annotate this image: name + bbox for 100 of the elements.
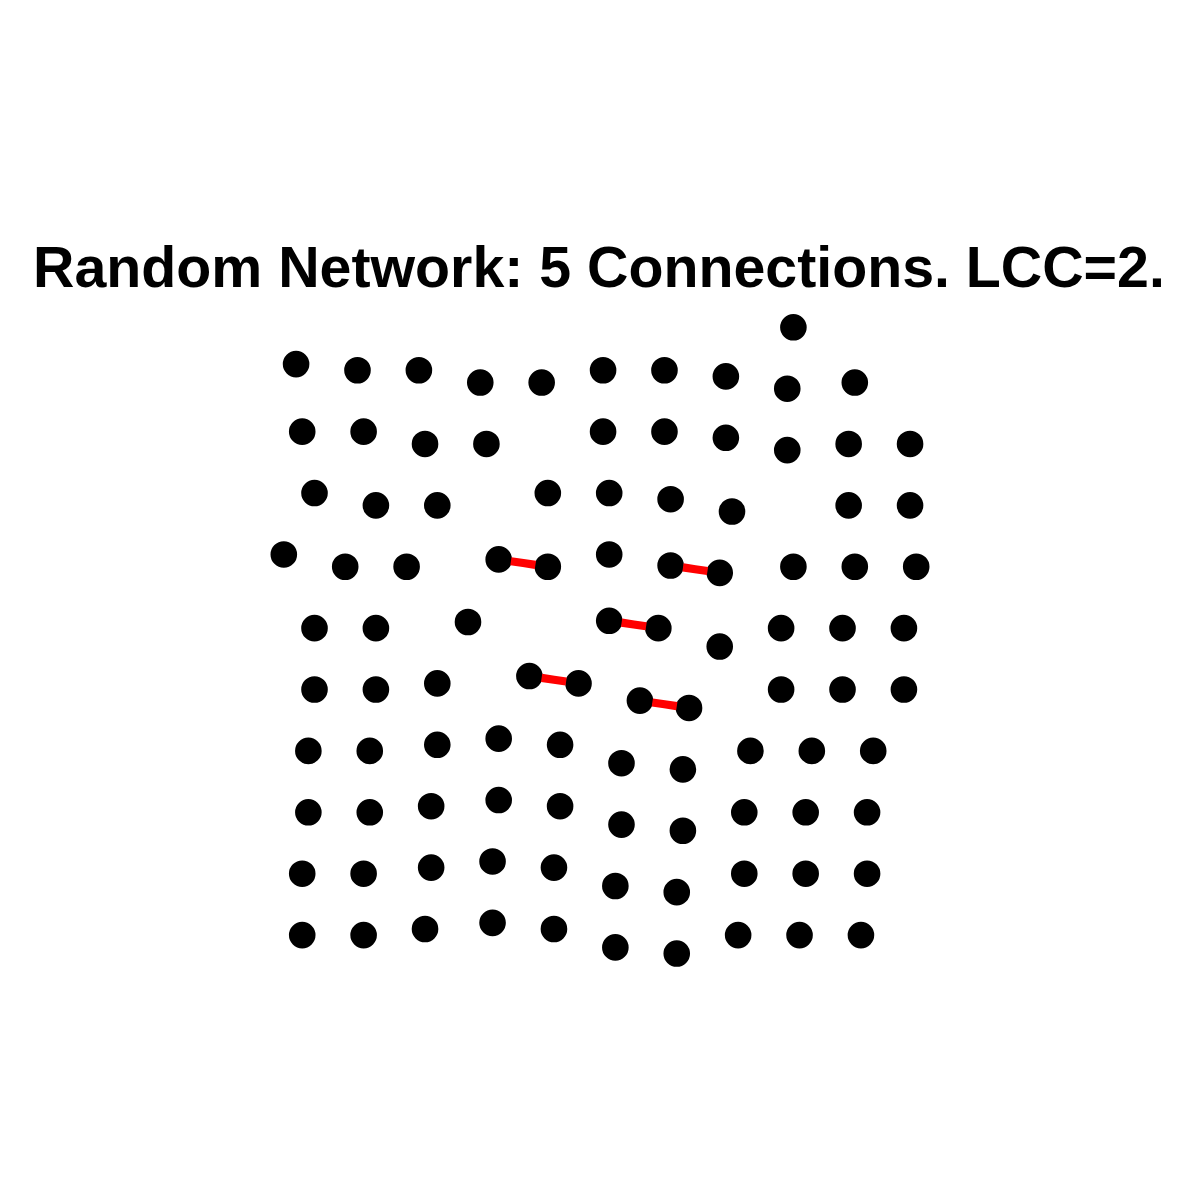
node-circle: [534, 552, 562, 580]
node-circle: [718, 497, 746, 525]
node-circle: [847, 921, 875, 948]
node-circle: [712, 362, 740, 390]
node-circle: [411, 430, 439, 457]
node-circle: [331, 552, 359, 580]
node-circle: [835, 430, 862, 457]
node-circle: [669, 816, 697, 844]
node-circle: [350, 417, 377, 445]
node-circle: [780, 313, 807, 341]
node-circle: [454, 608, 482, 635]
node-circle: [595, 606, 623, 634]
node-circle: [706, 632, 734, 660]
node-circle: [841, 552, 869, 580]
node-circle: [902, 552, 930, 580]
node-circle: [528, 368, 555, 396]
node-circle: [417, 853, 445, 881]
node-circle: [841, 368, 869, 396]
node-circle: [473, 430, 500, 457]
node-circle: [344, 356, 371, 384]
node-circle: [466, 368, 494, 396]
node-circle: [651, 417, 678, 445]
connector: [651, 697, 678, 710]
node-circle: [663, 939, 691, 967]
node-circle: [356, 737, 384, 764]
node-circle: [288, 859, 316, 887]
node-circle: [737, 737, 764, 764]
node-circle: [540, 915, 568, 942]
node-circle: [890, 614, 918, 641]
node-circle: [669, 755, 697, 783]
node-circle: [393, 552, 420, 580]
diagram-title: Random Network: 5 Connections. LCC=2.: [33, 234, 1165, 299]
node-circle: [485, 545, 512, 573]
connector: [541, 673, 567, 686]
node-circle: [730, 859, 758, 887]
node-circle: [485, 724, 512, 752]
node-circle: [853, 798, 881, 826]
node-circle: [792, 798, 819, 826]
node-circle: [829, 614, 856, 641]
connector: [510, 556, 537, 569]
node-circle: [773, 436, 801, 463]
node-circle: [288, 921, 316, 948]
node-circle: [301, 675, 328, 703]
node-circle: [657, 485, 684, 512]
node-circle: [288, 417, 316, 445]
node-circle: [565, 669, 592, 697]
node-circle: [595, 540, 623, 568]
node-circle: [479, 909, 506, 936]
node-circle: [362, 614, 390, 641]
node-circle: [516, 662, 543, 689]
node-circle: [546, 792, 574, 819]
node-circle: [356, 798, 384, 826]
node-circle: [896, 491, 924, 519]
node-circle: [417, 792, 445, 819]
node-circle: [792, 859, 819, 887]
node-circle: [411, 915, 439, 942]
node-circle: [479, 847, 506, 875]
connector: [682, 562, 709, 575]
node-circle: [773, 374, 801, 402]
node-circle: [608, 810, 635, 838]
node-circle: [730, 798, 758, 826]
node-circle: [645, 614, 672, 641]
connector: [621, 618, 647, 630]
node-circle: [589, 417, 617, 445]
node-circle: [890, 675, 918, 703]
node-circle: [798, 737, 826, 764]
node-circle: [424, 491, 451, 519]
node-circle: [424, 669, 451, 697]
node-circle: [859, 737, 887, 764]
node-circle: [657, 551, 684, 579]
node-circle: [424, 730, 451, 758]
node-circle: [712, 424, 740, 451]
node-circle: [675, 694, 703, 721]
node-circle: [350, 859, 377, 887]
node-circle: [301, 479, 328, 506]
node-circle: [595, 479, 623, 506]
node-circle: [767, 675, 795, 703]
node-circle: [829, 675, 856, 703]
node-circle: [896, 430, 924, 457]
node-circle: [282, 350, 310, 377]
node-circle: [724, 921, 752, 948]
node-circle: [295, 737, 322, 764]
node-circle: [706, 559, 734, 586]
node-circle: [350, 921, 377, 948]
node-circle: [780, 552, 807, 580]
node-circle: [602, 933, 629, 961]
node-circle: [546, 730, 574, 758]
node-circle: [270, 540, 298, 568]
node-circle: [540, 853, 568, 881]
node-circle: [295, 798, 322, 826]
node-circle: [602, 872, 629, 899]
node-circle: [608, 749, 635, 776]
node-circle: [301, 614, 328, 641]
node-circle: [485, 786, 512, 813]
node-circle: [651, 356, 678, 384]
node-circle: [626, 686, 654, 714]
node-circle: [362, 675, 390, 703]
node-circle: [405, 356, 433, 384]
node-circle: [663, 878, 691, 905]
node-circle: [767, 614, 795, 641]
